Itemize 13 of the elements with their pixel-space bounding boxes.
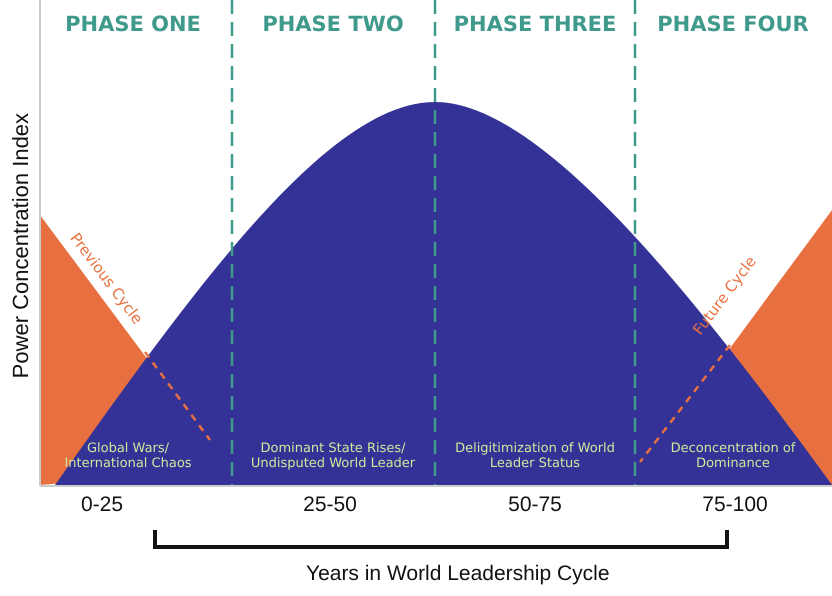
axis-title: Years in World Leadership Cycle [306, 562, 610, 586]
tick-label: 75-100 [702, 493, 768, 518]
tick-label: 0-25 [80, 493, 124, 518]
phase-heading: PHASE FOUR [657, 12, 809, 36]
tick-label: 25-50 [303, 493, 357, 518]
phase-description: Dominant State Rises/ Undisputed World Leader [250, 442, 416, 472]
phase-description: Deligitimization of World Leader Status [455, 442, 615, 472]
tick-label: 50-75 [508, 493, 562, 518]
phase-heading: PHASE ONE [65, 12, 201, 36]
axis-title: Power Concentration Index [8, 112, 33, 378]
phase-heading: PHASE TWO [262, 12, 404, 36]
phase-heading: PHASE THREE [454, 12, 616, 36]
phase-description: Deconcentration of Dominance [670, 442, 797, 472]
